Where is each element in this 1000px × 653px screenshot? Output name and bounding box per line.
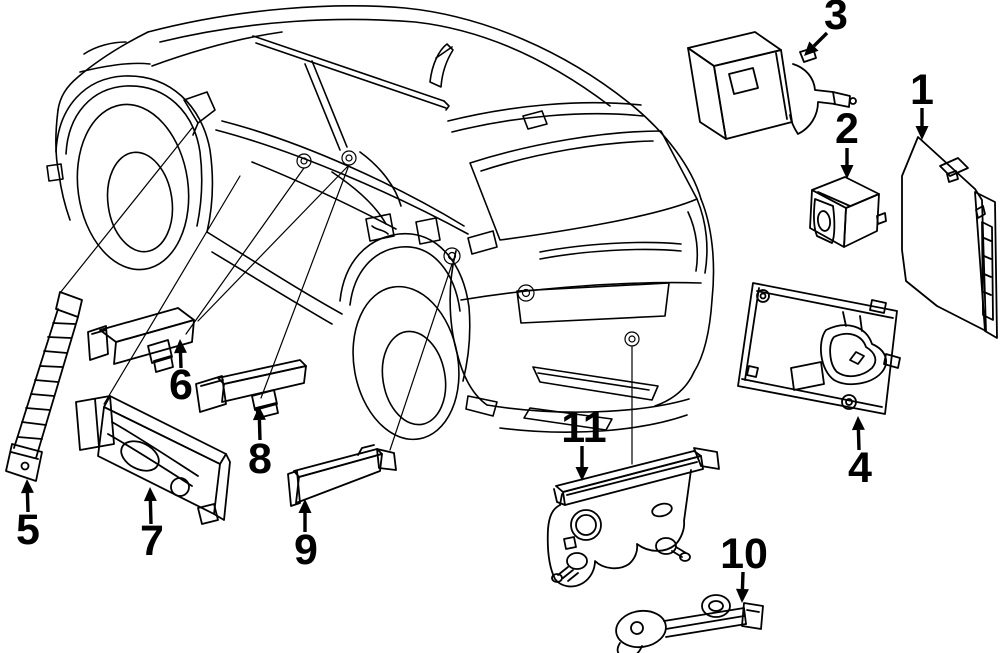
part-3-module-with-bracket [687,31,857,140]
callout-arrowhead [804,41,819,56]
callout-number: 11 [561,404,606,452]
rear-end-details [429,43,715,433]
callout-arrowhead [851,416,865,431]
callout-3: 3 [804,0,848,56]
callout-number: 4 [848,444,872,492]
part-9-antenna-module [287,444,397,507]
leader-lines [59,127,640,465]
callout-2: 2 [835,105,859,179]
callout-number: 8 [248,435,272,483]
car-body-outline [46,5,702,325]
callout-number: 6 [169,361,193,409]
part-1-control-module [901,136,998,339]
callout-arrow-stem [856,429,861,451]
part-7-transmitter-module [75,395,231,525]
callout-number: 7 [140,517,164,565]
callout-number: 1 [910,66,934,114]
callout-number: 9 [294,526,318,574]
part-5-pillar-antenna-strip [5,291,83,482]
callout-number: 10 [720,530,768,578]
part-2-receiver-module [809,176,887,248]
callout-number: 2 [835,105,859,153]
callout-8: 8 [248,406,272,483]
callout-6: 6 [169,339,193,409]
callout-arrow-stem [148,500,153,525]
callout-arrowhead [20,479,34,494]
callout-4: 4 [848,416,872,492]
front-wheel [55,75,214,271]
part-10-buzzer-bracket [615,594,764,653]
callout-number: 5 [16,506,40,554]
callout-10: 10 [720,530,768,603]
callout-arrowhead [298,499,312,513]
callout-7: 7 [140,487,164,565]
cabin-details [183,35,450,245]
part-4-door-control-panel [737,282,901,415]
callout-arrowhead [840,165,854,179]
callout-arrow-stem [812,31,829,48]
part-11-antenna-bracket-assembly [546,447,720,588]
callout-arrow-stem [257,419,262,441]
callout-5: 5 [16,479,40,554]
callout-layer: 1 2 3 4 5 6 7 89 10 11 [16,0,934,603]
callout-arrow-stem [25,492,30,513]
callout-number: 3 [824,0,848,39]
callout-arrow-stem [178,352,183,369]
car-illustration [46,5,715,441]
callout-arrowhead [915,126,929,140]
callout-arrow-stem [740,571,745,590]
callout-arrowhead [252,406,266,421]
part-8-antenna-module [195,359,307,419]
callout-9: 9 [294,499,318,574]
callout-arrowhead [575,467,589,481]
callout-arrowhead [735,588,749,603]
callout-arrowhead [143,487,157,502]
part-6-antenna-module [87,307,195,373]
callout-arrowhead [173,339,187,354]
callout-1: 1 [910,66,934,140]
callout-11: 11 [561,404,607,481]
